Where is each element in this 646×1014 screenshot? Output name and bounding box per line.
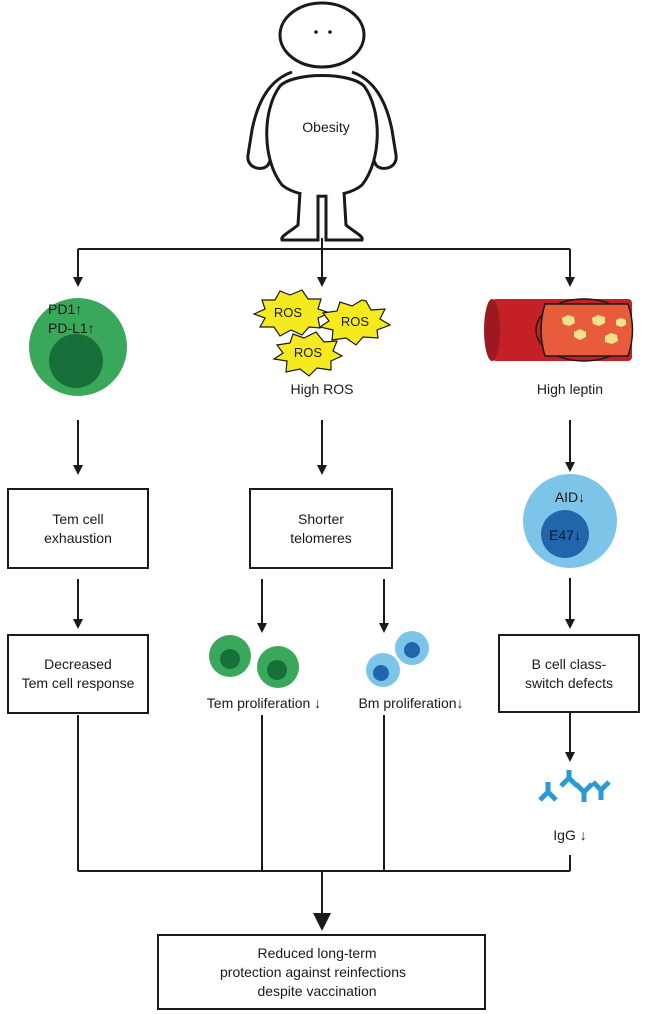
ros-label-1: ROS [273, 305, 303, 320]
b-cell-icon [523, 474, 617, 568]
high-ros-caption: High ROS [290, 381, 354, 397]
outcome-line-3: despite vaccination [257, 982, 377, 999]
aid-label: AID↓ [554, 489, 586, 505]
pd1-marker: PD1↑ PD-L1↑ [48, 301, 95, 336]
bm-proliferation-caption: Bm proliferation↓ [358, 695, 464, 711]
tem-exhaustion-box: Tem cell exhaustion [7, 488, 149, 569]
tem-proliferation-caption: Tem proliferation ↓ [206, 695, 322, 711]
antibody-icon [538, 770, 611, 802]
shorter-telomeres-box: Shorter telomeres [249, 488, 393, 569]
decreased-tem-response-box: Decreased Tem cell response [7, 634, 149, 714]
class-switch-defects-box: B cell class- switch defects [498, 634, 640, 713]
outcome-box: Reduced long-term protection against rei… [157, 934, 486, 1010]
ros-label-2: ROS [340, 314, 370, 329]
person-icon [246, 1, 398, 242]
connector-lines [73, 238, 575, 931]
bm-cells-icon [366, 631, 429, 687]
ros-label-3: ROS [293, 345, 323, 360]
high-leptin-caption: High leptin [536, 381, 604, 397]
blood-vessel-icon [484, 298, 634, 362]
tem-cells-icon [209, 635, 299, 688]
root-label: Obesity [302, 119, 349, 135]
ros-burst-icon [252, 289, 392, 377]
igg-caption: IgG ↓ [553, 827, 587, 843]
e47-label: E47↓ [549, 527, 581, 543]
outcome-line-2: protection against reinfections [220, 963, 406, 980]
exhausted-t-cell-icon [29, 298, 127, 396]
outcome-line-1: Reduced long-term [257, 944, 377, 961]
